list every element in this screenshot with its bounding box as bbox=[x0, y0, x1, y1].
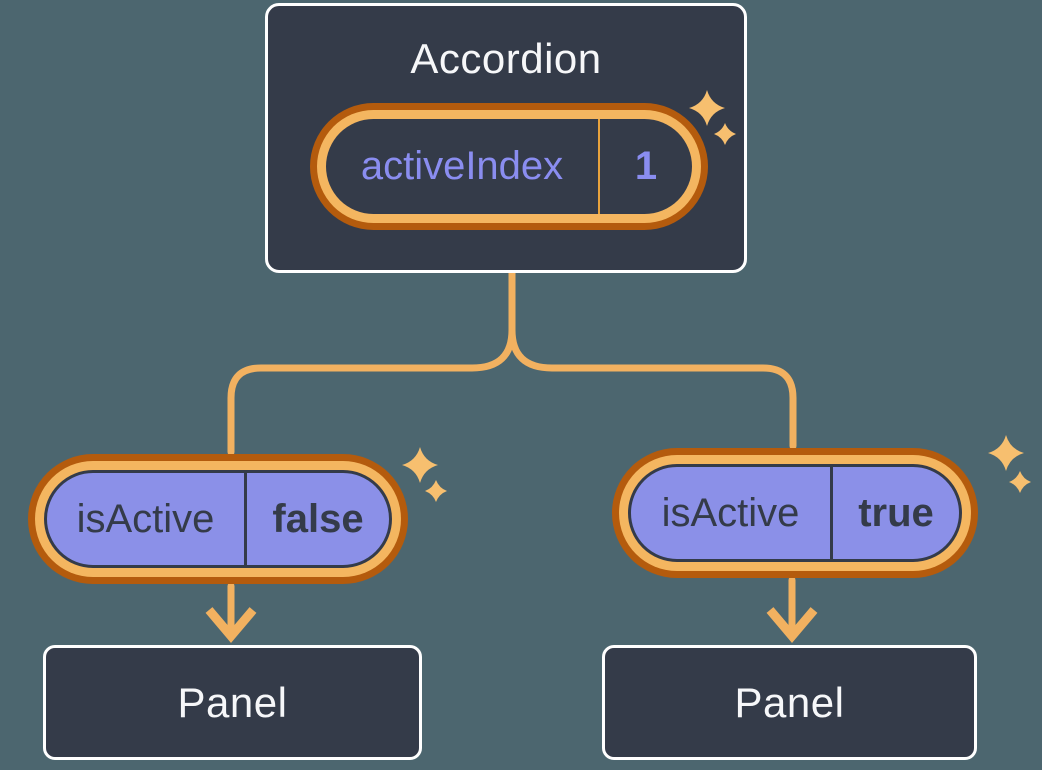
prop-value: true bbox=[858, 490, 934, 535]
prop-name: isActive bbox=[661, 490, 800, 535]
sparkles-icon bbox=[402, 447, 447, 502]
pill-highlight-ring: isActive true bbox=[619, 455, 971, 571]
panel-box-left: Panel bbox=[43, 645, 422, 760]
pill-highlight-ring: activeIndex 1 bbox=[317, 110, 701, 223]
prop-name: isActive bbox=[76, 496, 215, 541]
pill-divider bbox=[598, 119, 600, 214]
pill-divider bbox=[830, 467, 833, 559]
pill-divider bbox=[244, 473, 247, 565]
pill-highlight-ring: isActive false bbox=[35, 461, 401, 577]
prop-pill-isactive-false: isActive false bbox=[28, 454, 408, 584]
connector-branch-right bbox=[508, 267, 797, 450]
arrow-down-icon bbox=[205, 607, 257, 643]
panel-box-right: Panel bbox=[602, 645, 977, 760]
state-pill-activeindex: activeIndex 1 bbox=[310, 103, 708, 230]
prop-pill-isactive-true: isActive true bbox=[612, 448, 978, 578]
arrow-down-icon bbox=[766, 607, 818, 643]
component-title: Accordion bbox=[410, 35, 602, 82]
prop-value: false bbox=[272, 496, 364, 541]
sparkles-icon bbox=[988, 435, 1031, 493]
connector-branch-left bbox=[227, 267, 516, 456]
state-name: activeIndex bbox=[360, 144, 564, 188]
state-value: 1 bbox=[634, 144, 658, 188]
